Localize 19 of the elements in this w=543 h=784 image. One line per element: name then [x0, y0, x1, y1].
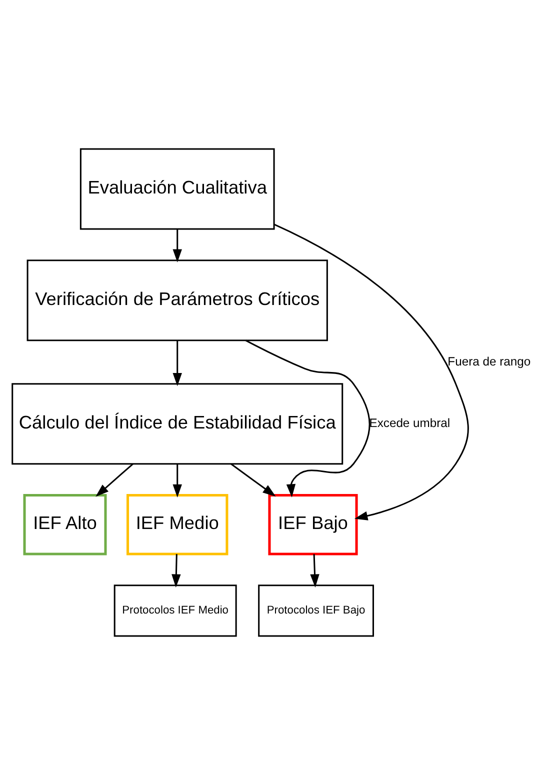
node-box: Evaluación Cualitativa	[80, 148, 275, 230]
arrow	[96, 462, 134, 496]
arrow	[230, 462, 276, 496]
node-box: IEF Alto	[23, 493, 107, 555]
arrow	[310, 554, 320, 587]
node-box: Protocolos IEF Bajo	[258, 584, 374, 636]
arrow	[172, 228, 182, 262]
arrow	[172, 340, 182, 386]
arrow	[274, 223, 469, 520]
arrow	[172, 554, 181, 587]
arrow	[245, 339, 370, 497]
arrow	[172, 463, 182, 498]
edge-label: Fuera de rango	[448, 354, 531, 368]
node-box: IEF Medio	[126, 493, 228, 555]
node-box: IEF Bajo	[268, 493, 358, 555]
node-box: Cálculo del Índice de Estabilidad Física	[12, 382, 344, 464]
edge-label: Excede umbral	[369, 416, 450, 430]
node-box: Verificación de Parámetros Críticos	[26, 259, 328, 341]
node-box: Protocolos IEF Medio	[114, 584, 237, 636]
